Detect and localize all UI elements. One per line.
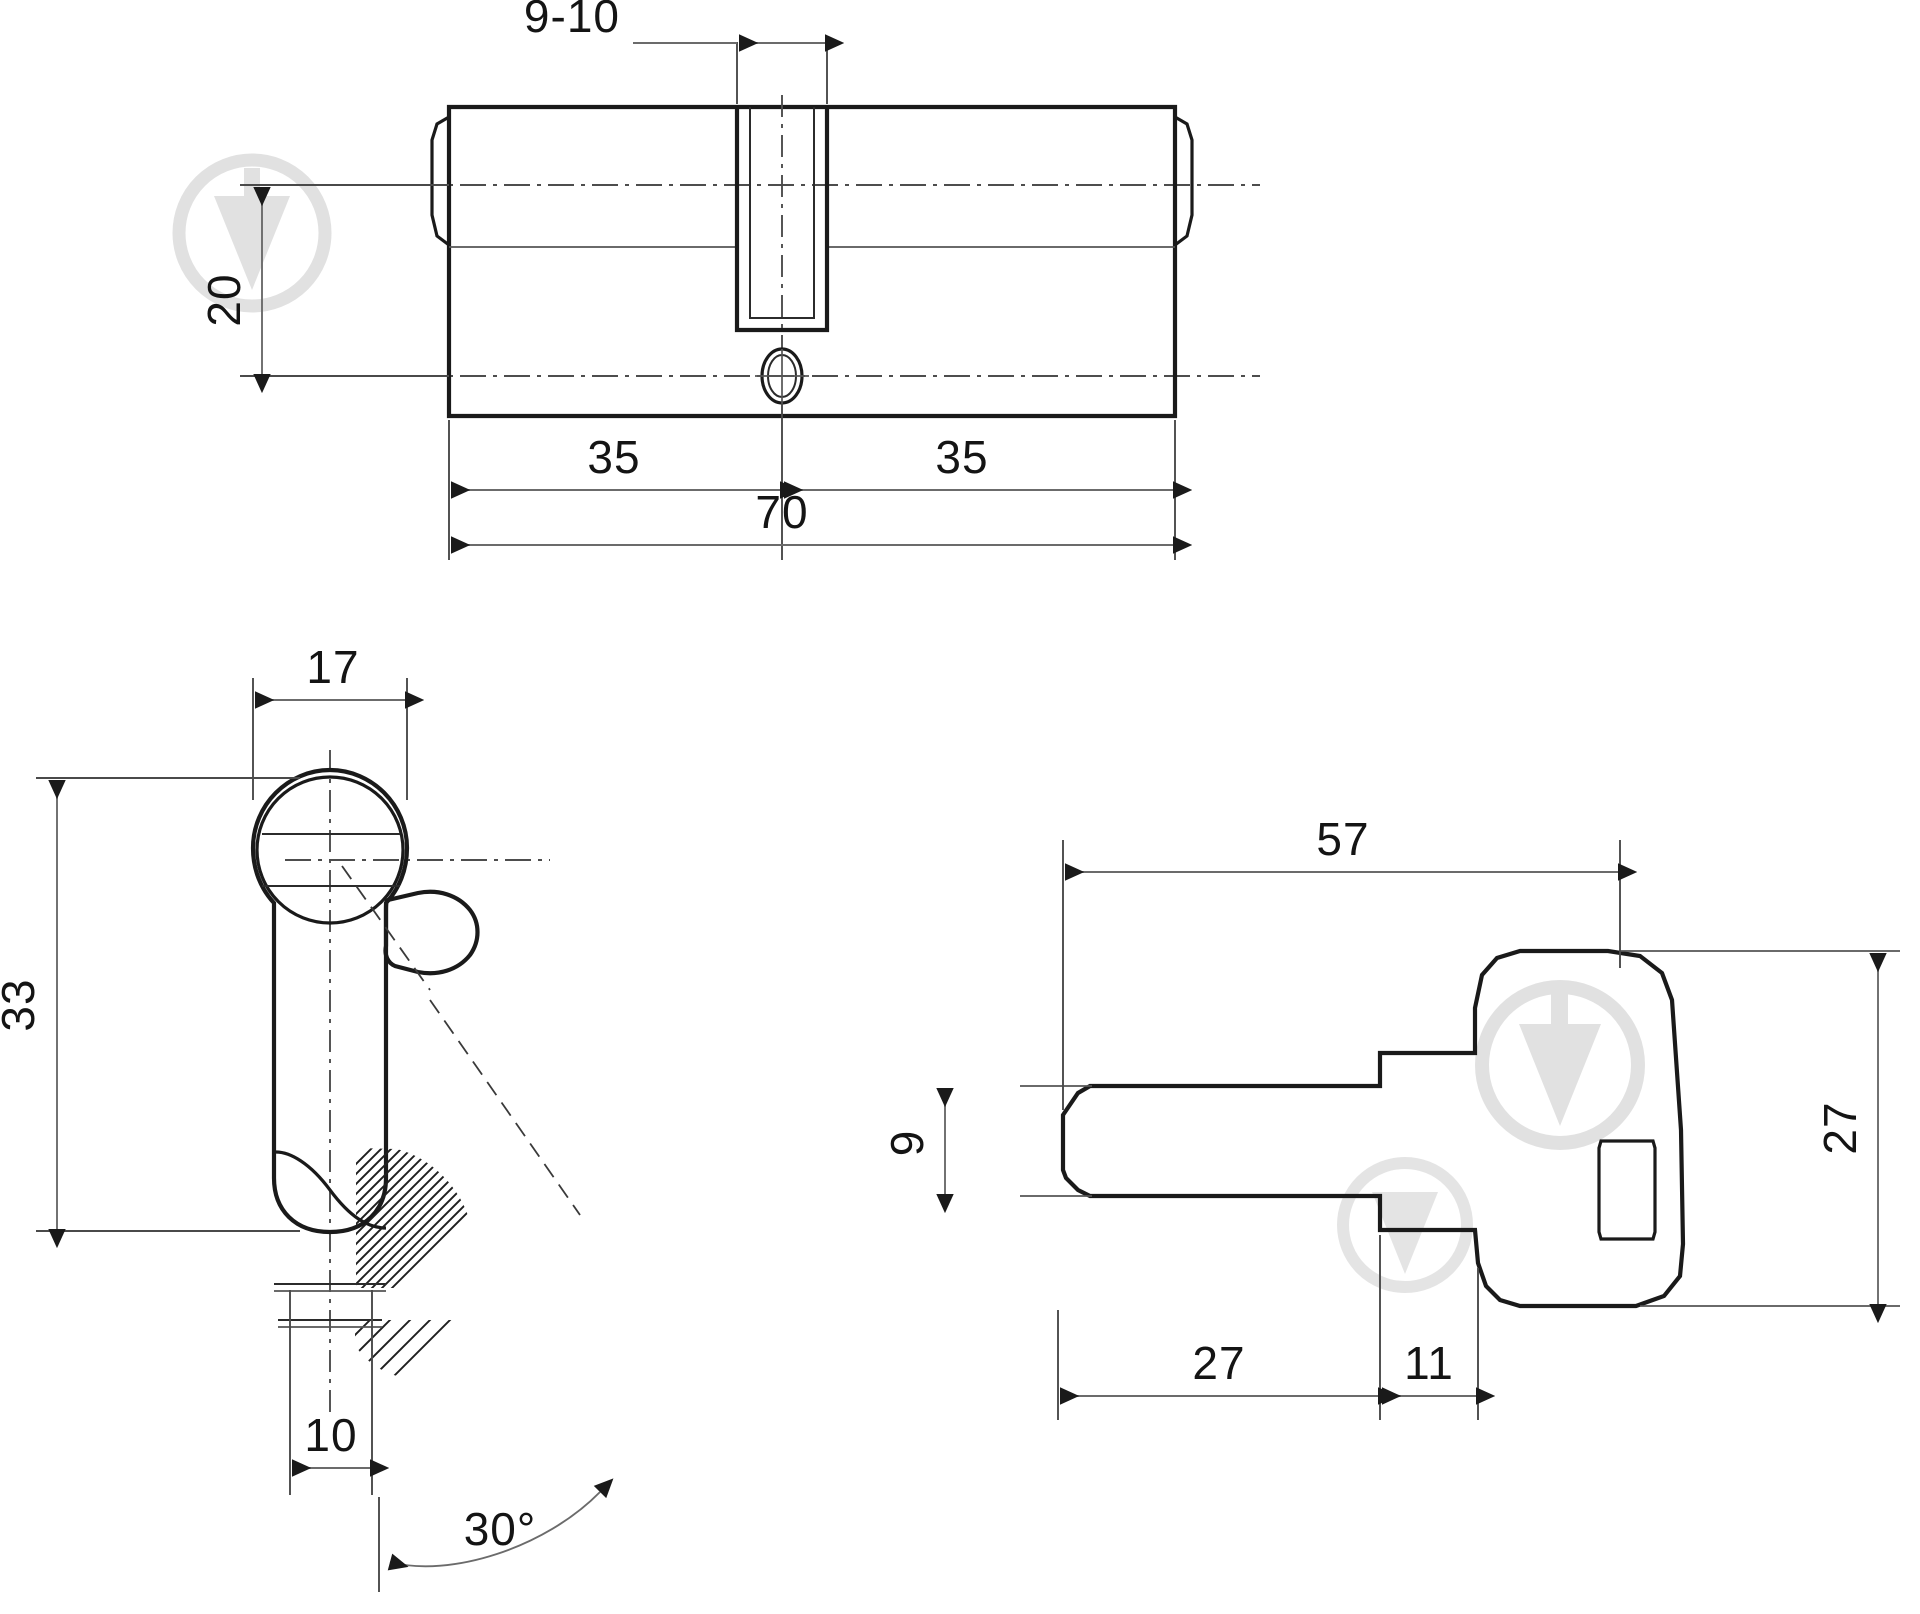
dim-axis-offset: 20 — [198, 184, 449, 394]
dim-label-axis-offset: 20 — [198, 273, 250, 326]
dim-label-blade-length: 27 — [1192, 1337, 1245, 1389]
dim-label-key-length: 57 — [1316, 813, 1369, 865]
section-hatch-boundary-curve — [275, 1150, 387, 1230]
dim-label-right-half: 35 — [935, 431, 988, 483]
cylinder-right-nose — [1174, 115, 1194, 247]
section-hatch-lower — [355, 1320, 470, 1378]
cam-slot-outline — [734, 107, 830, 333]
view-key-profile: 57 9 27 27 11 — [881, 813, 1900, 1420]
leader-cam-angle-upper — [341, 865, 431, 991]
dim-label-blade-height: 9 — [881, 1130, 933, 1157]
dim-label-left-half: 35 — [587, 431, 640, 483]
dim-blade-height: 9 — [881, 1088, 954, 1214]
dim-label-cam-angle: 30° — [464, 1503, 537, 1555]
dim-total-length: 70 — [450, 486, 1193, 554]
watermark-key-overlay — [1337, 1157, 1474, 1293]
dim-label-head-height: 27 — [1814, 1101, 1866, 1154]
dim-cam-width: 9-10 — [524, 0, 845, 104]
cam-slot-inner — [749, 107, 815, 319]
section-plug-circle — [255, 775, 405, 925]
dimline-angle-arc — [387, 1478, 614, 1571]
dim-cam-angle: 30° — [378, 1478, 614, 1592]
cylinder-body-outline — [446, 104, 1178, 419]
key-outline — [1060, 948, 1686, 1309]
dim-blade-segments: 27 11 — [1057, 1235, 1496, 1420]
dim-key-length: 57 — [1062, 813, 1638, 1110]
key-head-recess — [1597, 1139, 1657, 1241]
dim-label-cam-offset: 10 — [304, 1409, 357, 1461]
view-cylinder-section: 17 33 10 30° — [0, 641, 614, 1592]
cylinder-left-nose — [430, 115, 450, 247]
dim-body-height: 33 — [0, 777, 300, 1249]
dim-halves: 35 35 — [448, 404, 1193, 560]
section-outer-profile — [250, 767, 410, 1235]
dim-label-cam-width: 9-10 — [524, 0, 620, 42]
dim-label-shoulder-length: 11 — [1404, 1337, 1454, 1389]
dim-label-total-length: 70 — [755, 486, 808, 538]
watermark-upper-left — [172, 153, 332, 313]
dim-label-body-width: 17 — [306, 641, 359, 693]
cam-lobe — [383, 889, 480, 976]
dim-label-body-height: 33 — [0, 978, 44, 1031]
watermark-lower-right — [1475, 980, 1646, 1150]
leader-cam-angle-lower — [429, 999, 581, 1216]
section-hatch-upper — [356, 1148, 471, 1288]
dim-cam-offset: 10 — [289, 1290, 390, 1495]
dim-body-width: 17 — [252, 641, 425, 800]
view-cylinder-front: 9-10 20 35 35 70 — [198, 0, 1260, 560]
dim-head-height: 27 — [1814, 953, 1887, 1324]
